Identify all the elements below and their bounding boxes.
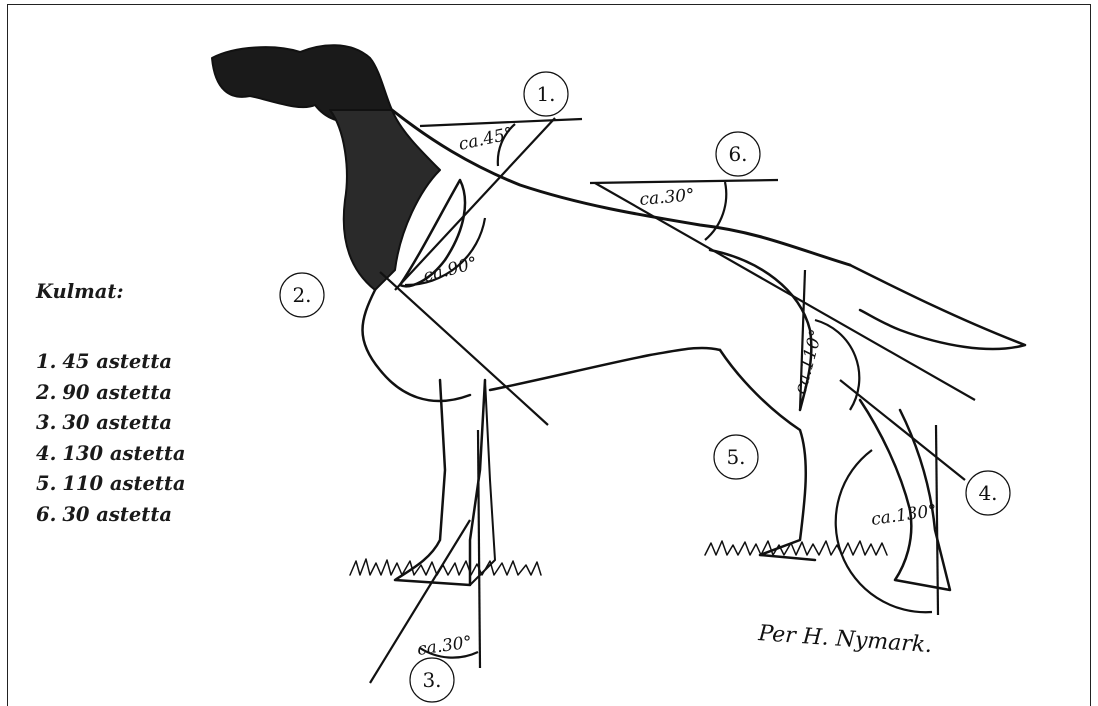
callout-3: 3. <box>410 658 454 702</box>
arc-4 <box>836 450 932 612</box>
dog-chest <box>363 290 471 401</box>
callout-1: 1. <box>524 72 568 116</box>
dog-belly <box>490 348 720 390</box>
svg-text:5.: 5. <box>726 445 745 469</box>
dog-front-leg <box>395 380 485 585</box>
callout-5: 5. <box>714 435 758 479</box>
angle-label-stifle: ca.110° <box>791 327 827 396</box>
angle-label-upper-arm: ca.90° <box>421 253 479 287</box>
callout-6: 6. <box>716 132 760 176</box>
arc-6 <box>705 182 726 240</box>
angle-label-hock: ca.130° <box>870 501 938 530</box>
angle-labels: ca.45° ca.90° ca.30° ca.130° ca.110° ca.… <box>416 124 938 660</box>
line-4-diagonal <box>840 380 965 480</box>
svg-text:4.: 4. <box>978 481 997 505</box>
artist-signature: Per H. Nymark. <box>757 621 933 658</box>
callout-4: 4. <box>966 471 1010 515</box>
line-2-diagonal <box>380 272 548 425</box>
dog-tail <box>850 265 1025 349</box>
line-6-horizontal <box>590 180 778 183</box>
svg-text:3.: 3. <box>422 668 441 692</box>
grass-hind <box>705 541 887 555</box>
angle-label-shoulder: ca.45° <box>457 124 515 155</box>
svg-text:2.: 2. <box>292 283 311 307</box>
svg-text:1.: 1. <box>536 82 555 106</box>
svg-text:6.: 6. <box>728 142 747 166</box>
dog-back <box>392 110 850 265</box>
angle-label-croup: ca.30° <box>639 185 696 210</box>
callout-2: 2. <box>280 273 324 317</box>
dog-ear-fur <box>330 110 440 290</box>
line-6-diagonal <box>595 183 975 400</box>
